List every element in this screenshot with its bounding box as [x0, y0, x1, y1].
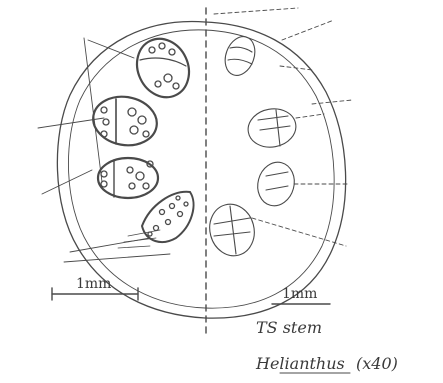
- phloem-shading: [118, 230, 160, 248]
- vascular-bundle-detailed-3: [98, 158, 158, 198]
- cortex-boundary: [68, 30, 334, 308]
- caption-species: Helianthus: [255, 354, 345, 373]
- scale-bar-left-label: 1mm: [76, 276, 111, 292]
- caption-magnification: (x40): [356, 354, 398, 373]
- caption-ts-stem: TS stem: [256, 318, 322, 337]
- scale-bar-right-label: 1mm: [282, 286, 317, 302]
- vascular-bundle-outline-2: [245, 105, 299, 151]
- vascular-bundle-outline-4: [204, 199, 260, 261]
- vascular-bundle-detailed-2: [89, 92, 160, 150]
- vascular-bundle-detailed-1: [128, 30, 199, 106]
- vascular-bundle-outline-3: [253, 158, 299, 210]
- vascular-bundle-detailed-4: [142, 192, 194, 242]
